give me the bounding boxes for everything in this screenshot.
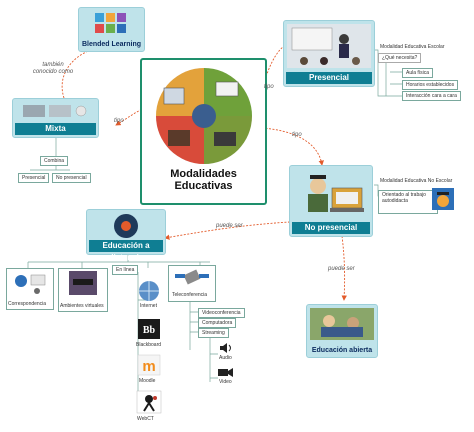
moodle-node[interactable]: m Moodle	[134, 354, 164, 388]
audio-label: Audio	[219, 355, 232, 361]
no-presencial-label: No presencial	[292, 222, 370, 234]
speaker-icon	[220, 343, 231, 353]
moodle-logo-icon: m	[137, 354, 161, 376]
blended-icons	[95, 13, 126, 33]
blackboard-label: Blackboard	[136, 342, 162, 348]
connector-center-nopresencial	[261, 127, 324, 166]
distancia-node[interactable]: Educación a distancia	[86, 209, 166, 262]
svg-text:m: m	[142, 358, 155, 375]
nopresencial-info-title: Modalidad Educativa No Escolar	[380, 178, 453, 184]
mixta-node[interactable]: Mixta	[12, 98, 99, 138]
link-tambien: también conocido como	[30, 62, 76, 76]
blackboard-logo-icon: Bb	[138, 319, 160, 339]
abierta-label: Educación abierta	[311, 347, 373, 354]
presencial-item-0: Aula física	[402, 68, 434, 78]
teleconferencia-node[interactable]: Teleconferencia	[168, 265, 216, 302]
presencial-info-title: Modalidad Educativa Escolar	[380, 44, 445, 50]
video-node[interactable]: Video	[216, 366, 236, 388]
center-title-line2: Educativas	[174, 180, 233, 192]
en-linea-node[interactable]: En línea	[112, 265, 139, 275]
presencial-label: Presencial	[286, 72, 372, 84]
connector-nopresencial-distancia	[164, 221, 291, 240]
blackboard-node[interactable]: Bb Blackboard	[134, 318, 164, 352]
video-camera-icon	[218, 368, 233, 377]
distancia-label: Educación a distancia	[89, 240, 163, 262]
link-puede-ser-distancia: puede ser	[216, 223, 243, 229]
presencial-item-2: Interacción cara a cara	[402, 91, 461, 101]
mixta-illustration	[23, 105, 87, 117]
link-tipo-mixta: tipo	[114, 118, 124, 124]
computadora-node[interactable]: Computadora	[198, 318, 237, 328]
satellite-icon	[175, 269, 209, 285]
webct-logo-icon	[136, 390, 162, 414]
mixta-item-0: Presencial	[18, 173, 50, 183]
correspondencia-node[interactable]: Correspondencia	[6, 268, 54, 310]
internet-label: Internet	[140, 303, 157, 309]
nopresencial-desc-text: Orientado al trabajo autodidacta	[382, 192, 426, 204]
no-presencial-node[interactable]: No presencial	[289, 165, 373, 237]
connector-center-mixta	[115, 107, 146, 126]
abierta-node[interactable]: Educación abierta	[306, 304, 378, 358]
videoconferencia-node[interactable]: Videoconferencia	[198, 308, 245, 318]
mixta-item-1: No presencial	[52, 173, 91, 183]
presencial-question: ¿Qué necesita?	[378, 53, 422, 63]
svg-text:Bb: Bb	[143, 325, 156, 336]
abierta-photo	[310, 308, 374, 340]
distancia-illustration	[114, 214, 138, 238]
link-tambien-text: también conocido como	[32, 62, 74, 75]
correspondencia-label: Correspondencia	[8, 301, 47, 307]
teleconferencia-label: Teleconferencia	[172, 292, 208, 298]
link-tipo-presencial: tipo	[264, 84, 274, 90]
center-title-line1: Modalidades	[170, 168, 237, 180]
distancia-tree	[27, 234, 210, 268]
link-puede-ser-abierta: puede ser	[328, 266, 355, 272]
streaming-node[interactable]: Streaming	[198, 328, 229, 338]
presencial-node[interactable]: Presencial	[283, 20, 375, 87]
internet-node[interactable]: Internet	[134, 280, 164, 314]
blended-label: Blended Learning	[81, 41, 142, 48]
blended-learning-node[interactable]: Blended Learning	[78, 7, 145, 52]
video-label: Video	[219, 379, 232, 385]
webct-label: WebCT	[137, 416, 154, 422]
student-laptop-illustration	[308, 175, 364, 212]
moodle-label: Moodle	[139, 378, 156, 384]
graduate-cartoon-icon	[432, 188, 454, 210]
presencial-item-1: Horarios establecidos	[402, 80, 459, 90]
mixta-label: Mixta	[15, 123, 96, 135]
globe-icon	[139, 281, 159, 301]
center-pie-illustration	[156, 68, 252, 164]
webct-node[interactable]: WebCT	[134, 390, 164, 426]
ambientes-node[interactable]: Ambientes virtuales	[58, 268, 108, 312]
mixta-combina: Combina	[40, 156, 69, 166]
link-tipo-nopresencial: tipo	[292, 132, 302, 138]
classroom-photo	[287, 24, 371, 68]
audio-node[interactable]: Audio	[216, 342, 236, 364]
teleconferencia-tree	[189, 300, 218, 382]
ambientes-label: Ambientes virtuales	[60, 303, 104, 309]
mail-icon	[15, 274, 46, 294]
vr-photo	[69, 271, 97, 295]
center-node[interactable]: Modalidades Educativas	[140, 58, 267, 205]
nopresencial-desc: Orientado al trabajo autodidacta	[378, 190, 438, 214]
